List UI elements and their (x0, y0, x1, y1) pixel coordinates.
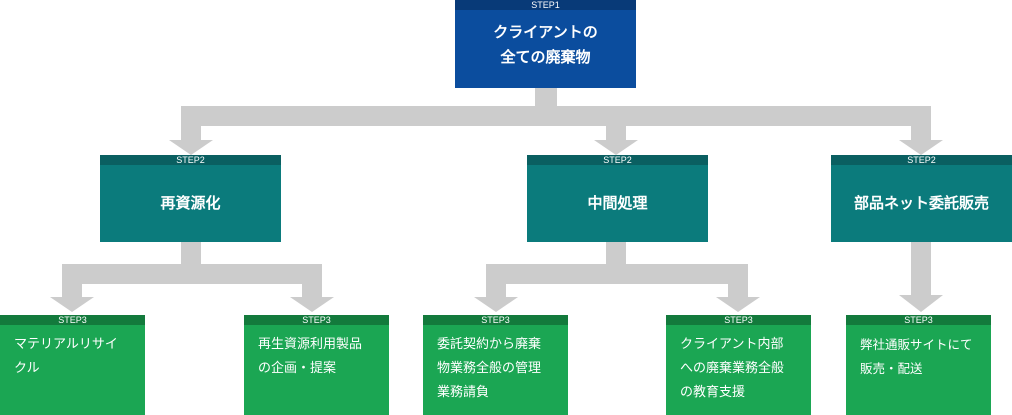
step-tag: STEP3 (423, 315, 568, 325)
step-tag: STEP1 (455, 0, 636, 10)
leaf-text: 弊社通販サイトにて 販売・配送 (860, 337, 973, 376)
connector-drop (911, 124, 931, 142)
branch-node-parts-sales: STEP2 部品ネット委託販売 (831, 155, 1012, 242)
step-tag: STEP3 (244, 315, 389, 325)
connector-arrow (899, 295, 943, 312)
connector-arrow (899, 140, 943, 155)
step-tag: STEP2 (100, 155, 281, 165)
root-title: クライアントの 全ての廃棄物 (493, 23, 598, 66)
connector-stem (181, 242, 201, 266)
connector-drop (302, 282, 322, 299)
leaf-text: 再生資源利用製品 の企画・提案 (258, 337, 363, 376)
connector-arrow (169, 140, 213, 155)
connector-bar (62, 264, 322, 284)
step-tag: STEP2 (831, 155, 1012, 165)
step-tag: STEP2 (527, 155, 708, 165)
step-tag: STEP3 (0, 315, 145, 325)
connector-stem (535, 88, 557, 108)
connector-arrow (290, 297, 334, 312)
branch-node-intermediate: STEP2 中間処理 (527, 155, 708, 242)
step-tag: STEP3 (846, 315, 991, 325)
step-tag: STEP3 (666, 315, 811, 325)
branch-title: 再資源化 (160, 194, 221, 212)
leaf-text: マテリアルリサイ クル (14, 337, 118, 376)
leaf-text: クライアント内部 への廃棄業務全般 の教育支援 (680, 337, 785, 400)
connector-bar (486, 264, 748, 284)
leaf-text: 委託契約から廃棄 物業務全般の管理 業務請負 (437, 337, 542, 400)
connector-drop (62, 282, 82, 299)
connector-stem (911, 242, 931, 297)
leaf-node-product-planning: STEP3 再生資源利用製品 の企画・提案 (244, 315, 389, 415)
branch-title: 部品ネット委託販売 (853, 194, 989, 212)
root-node: STEP1 クライアントの 全ての廃棄物 (455, 0, 636, 88)
connector-drop (728, 282, 748, 299)
connector-arrow (50, 297, 94, 312)
connector-drop (181, 124, 201, 142)
connector-bar (181, 106, 931, 126)
connector-stem (606, 242, 626, 266)
branch-title: 中間処理 (587, 194, 648, 212)
connector-drop (606, 124, 626, 142)
branch-node-recycling: STEP2 再資源化 (100, 155, 281, 242)
leaf-node-online-sales: STEP3 弊社通販サイトにて 販売・配送 (846, 315, 991, 415)
leaf-node-material-recycle: STEP3 マテリアルリサイ クル (0, 315, 145, 415)
leaf-node-education-support: STEP3 クライアント内部 への廃棄業務全般 の教育支援 (666, 315, 811, 415)
connector-arrow (594, 140, 638, 155)
connector-arrow (474, 297, 518, 312)
leaf-node-contract-management: STEP3 委託契約から廃棄 物業務全般の管理 業務請負 (423, 315, 568, 415)
connector-drop (486, 282, 506, 299)
connector-arrow (716, 297, 760, 312)
